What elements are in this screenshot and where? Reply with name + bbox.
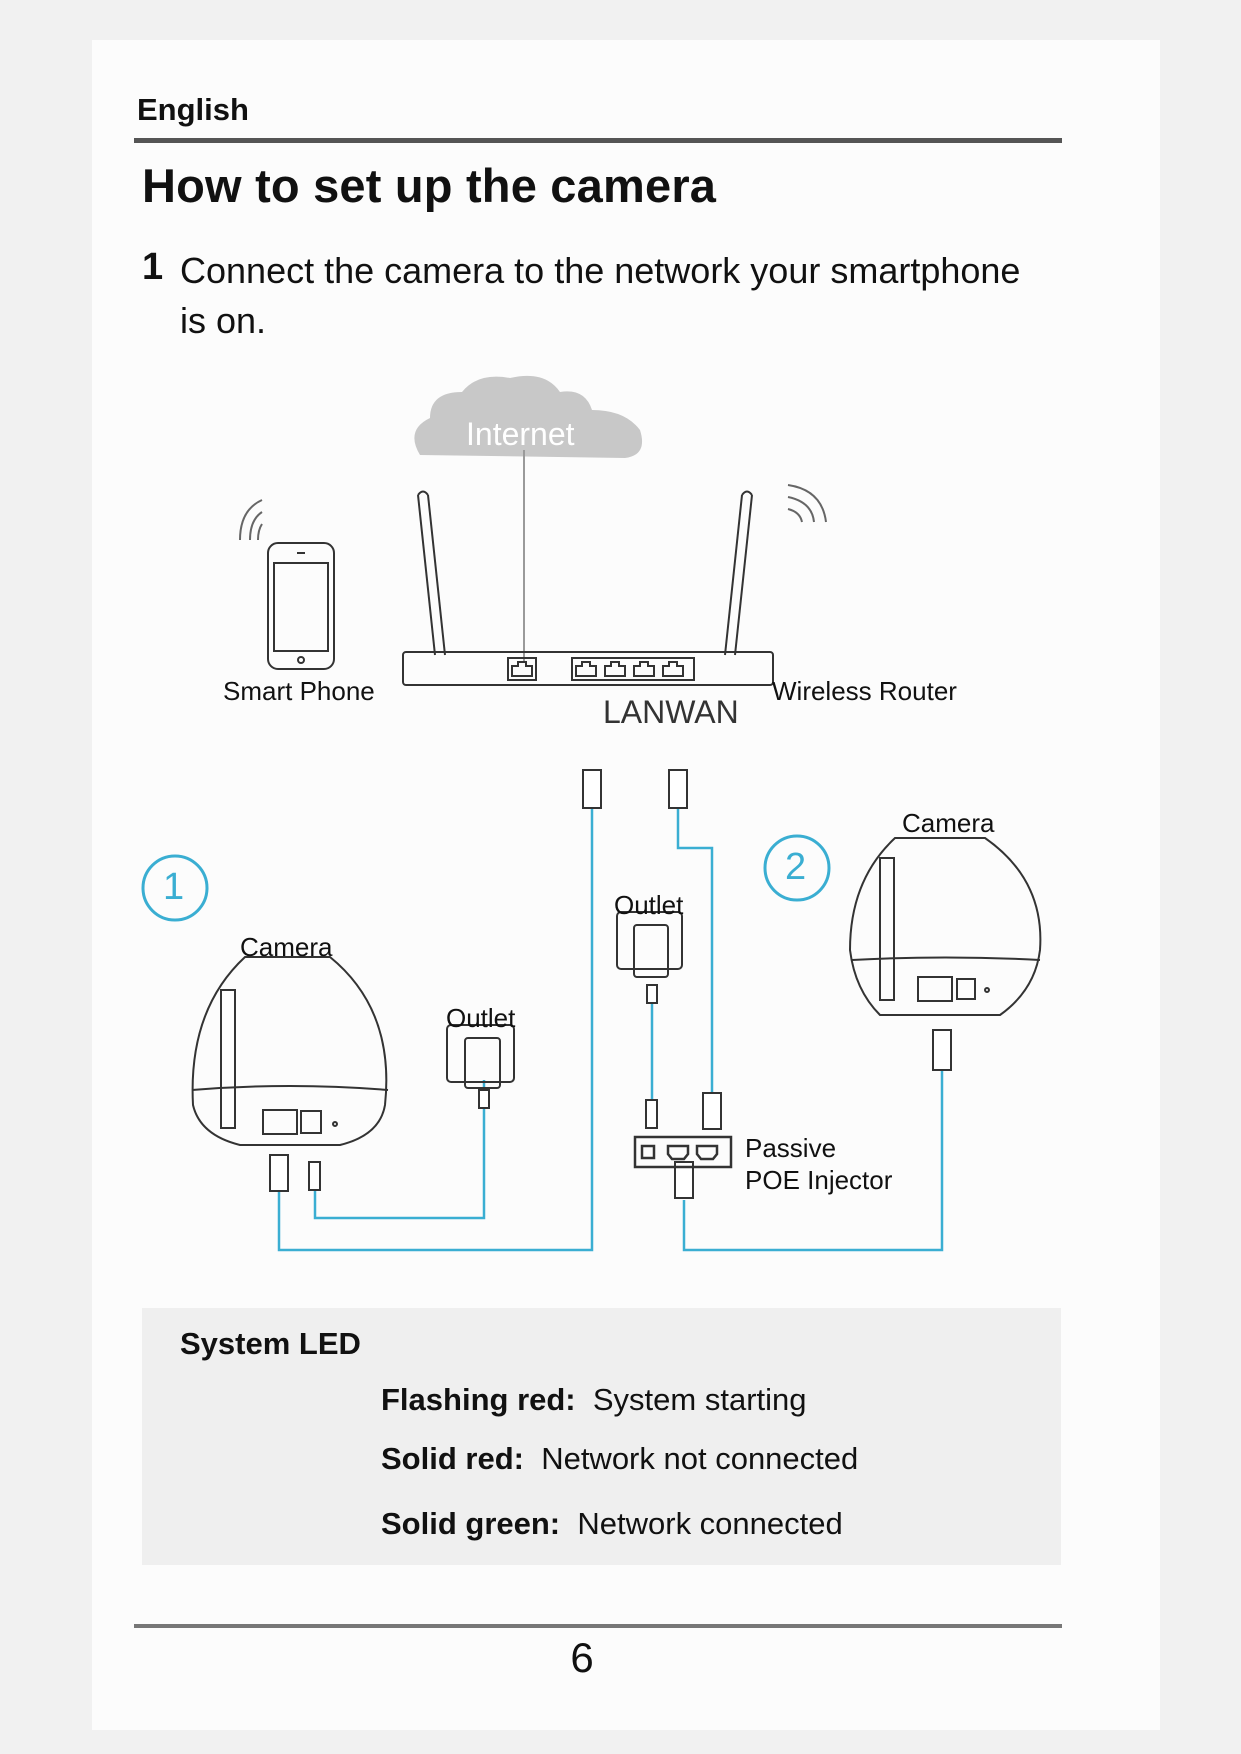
camera-2-icon (848, 837, 1042, 1016)
poe-injector-label-line2: POE Injector (745, 1165, 893, 1195)
language-header: English (137, 92, 249, 127)
footer-rule (134, 1624, 1062, 1628)
power-plug-icons (308, 984, 658, 1191)
led-state-meaning: Network connected (577, 1506, 843, 1541)
option-1-outlet-label: Outlet (446, 1003, 516, 1033)
wifi-signal-icon-phone (239, 499, 263, 541)
page-number: 6 (570, 1634, 594, 1681)
option-2-badge-icon (763, 834, 831, 902)
internet-cloud-icon (414, 375, 643, 458)
system-led-panel (142, 1308, 1061, 1565)
option-1-camera-label: Camera (240, 932, 333, 962)
option-1-badge-number: 1 (163, 866, 185, 908)
led-state-label: Flashing red: (381, 1382, 576, 1417)
led-state-label: Solid red: (381, 1441, 524, 1476)
smartphone-label: Smart Phone (223, 676, 375, 706)
step-number: 1 (142, 246, 164, 288)
option-2-badge-number: 2 (785, 846, 807, 888)
network-diagram (141, 375, 1042, 1252)
led-state-row: Solid green: Network connected (381, 1506, 843, 1542)
led-state-row: Solid red: Network not connected (381, 1441, 858, 1477)
system-led-title: System LED (180, 1326, 361, 1361)
led-state-row: Flashing red: System starting (381, 1382, 807, 1418)
led-state-label: Solid green: (381, 1506, 561, 1541)
poe-injector-label-line1: Passive (745, 1133, 837, 1163)
option-2-camera-label: Camera (902, 808, 995, 838)
step-text-line1: Connect the camera to the network your s… (180, 250, 1021, 291)
step-text-line2: is on. (180, 300, 267, 341)
outlet-2-icon (616, 911, 683, 978)
ethernet-plug-icons (269, 769, 952, 1199)
page-title: How to set up the camera (142, 159, 717, 212)
header-rule (134, 138, 1062, 143)
camera-1-icon (191, 956, 389, 1146)
poe-injector-icon (633, 1135, 733, 1169)
internet-label: Internet (466, 416, 575, 452)
outlet-1-icon (446, 1024, 515, 1089)
wireless-router-icon (402, 490, 774, 686)
led-state-meaning: Network not connected (541, 1441, 859, 1476)
option-1-badge-icon (141, 854, 209, 922)
router-label: Wireless Router (772, 676, 957, 706)
led-state-meaning: System starting (592, 1382, 807, 1417)
wifi-signal-icon-router (787, 484, 827, 523)
smartphone-icon (267, 542, 335, 670)
router-ports-label: LANWAN (603, 694, 739, 730)
cable-lines (277, 808, 944, 1252)
option-2-outlet-label: Outlet (614, 890, 684, 920)
